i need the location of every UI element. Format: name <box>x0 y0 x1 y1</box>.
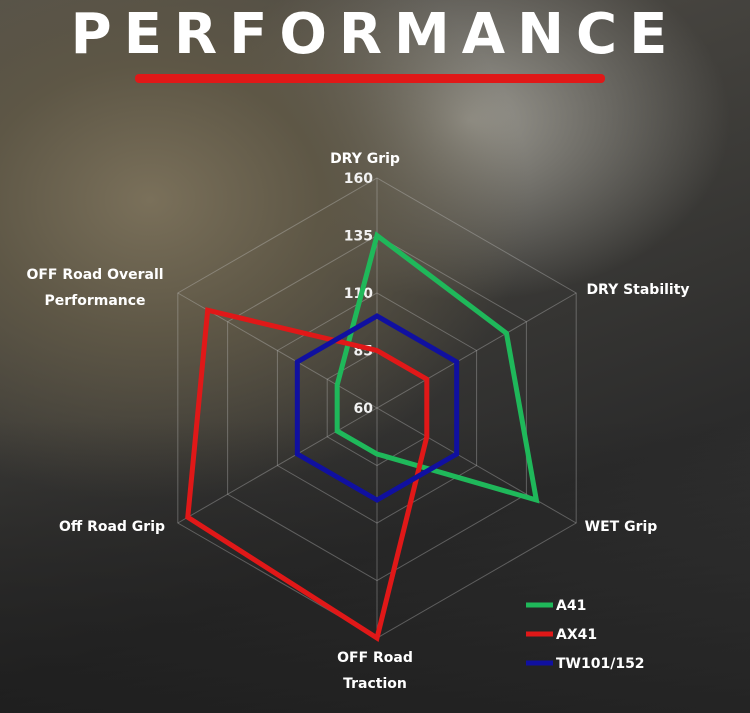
axis-label: Performance <box>44 293 145 309</box>
axis-label: Off Road Grip <box>59 519 165 535</box>
series-a41 <box>334 231 540 504</box>
series-tw101-152 <box>294 313 460 503</box>
grid-spoke <box>376 292 577 409</box>
grid-spoke <box>376 407 577 524</box>
axis-label: OFF Road Overall <box>26 267 163 283</box>
title-underline <box>135 74 605 83</box>
series-ax41 <box>185 307 430 642</box>
grid-ring <box>227 234 527 582</box>
tick-label: 160 <box>344 171 373 187</box>
page-title: PERFORMANCE <box>70 2 680 67</box>
axis-label: WET Grip <box>585 519 658 535</box>
axis-label: DRY Grip <box>330 151 400 167</box>
legend-label: A41 <box>556 598 586 614</box>
tick-label: 135 <box>344 229 373 245</box>
legend-label: TW101/152 <box>556 656 645 672</box>
grid-spoke <box>177 407 378 524</box>
axis-label: Traction <box>343 676 407 692</box>
axis-label: DRY Stability <box>586 282 689 298</box>
tick-label: 110 <box>344 286 373 302</box>
background-shade <box>0 420 750 713</box>
axis-label: OFF Road <box>337 650 413 666</box>
legend-label: AX41 <box>556 627 597 643</box>
grid-ring <box>276 292 478 524</box>
tick-label: 60 <box>354 401 374 417</box>
